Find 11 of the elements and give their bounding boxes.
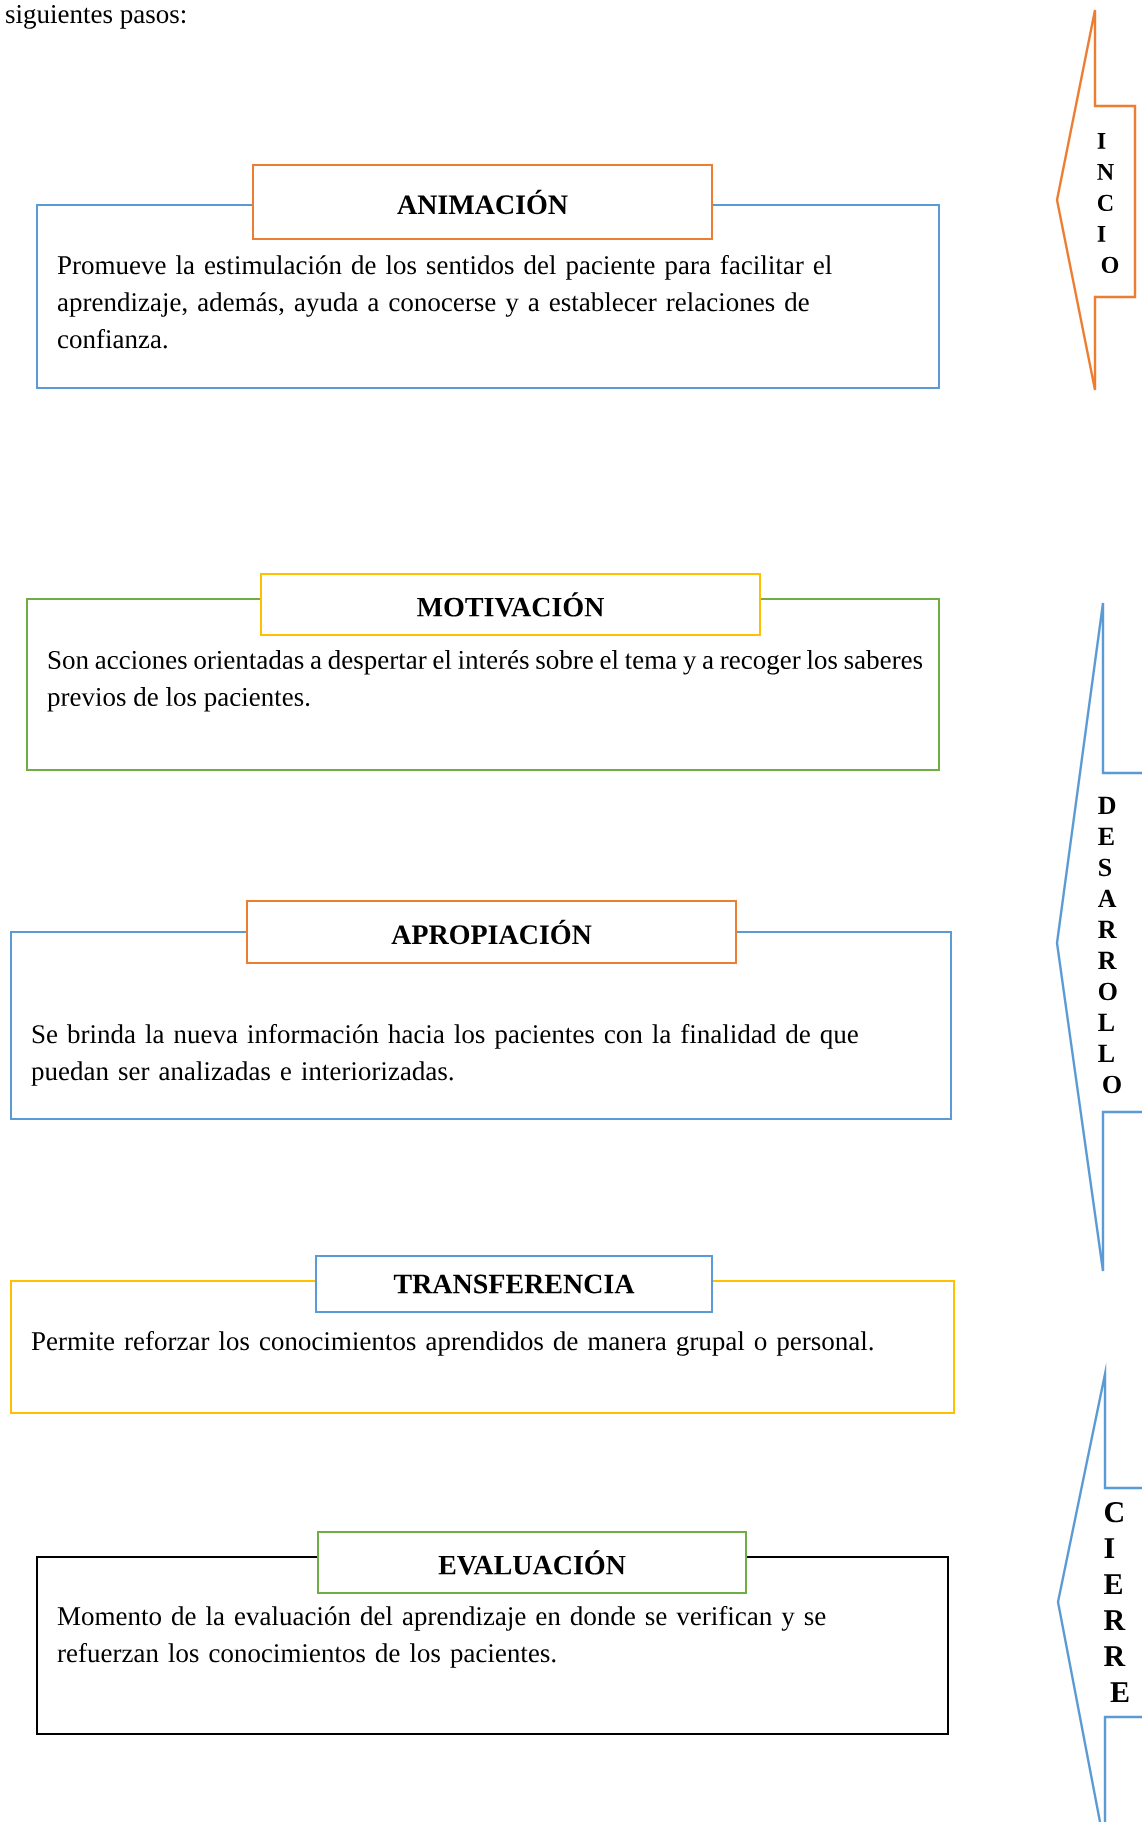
title-box: EVALUACIÓN [317, 1531, 747, 1594]
step-card: MOTIVACIÓN Son acciones orientadas a despertar el interés sobre el tema y a recoger los saberes previos de los pacientes. [26, 573, 940, 771]
intro-text: siguientes pasos: [6, 5, 186, 29]
step-card: APROPIACIÓN Se brinda la nueva información hacia los pacientes con la finalidad de que puedan ser analizadas e interiorizadas. [10, 900, 952, 1120]
step-card: ANIMACIÓN Promueve la estimulación de los sentidos del paciente para facilitar el aprendizaje, además, ayuda a conocerse y a establecer relaciones de confianza. [36, 164, 940, 389]
step-card: EVALUACIÓN Momento de la evaluación del aprendizaje en donde se verifican y se refuerzan los conocimientos de los pacientes. [36, 1531, 949, 1735]
title-box: TRANSFERENCIA [315, 1255, 713, 1313]
title-box: APROPIACIÓN [246, 900, 737, 964]
step-card: TRANSFERENCIA Permite reforzar los conocimientos aprendidos de manera grupal o personal. [10, 1255, 955, 1414]
title-box: MOTIVACIÓN [260, 573, 761, 636]
title-box: ANIMACIÓN [252, 164, 713, 240]
